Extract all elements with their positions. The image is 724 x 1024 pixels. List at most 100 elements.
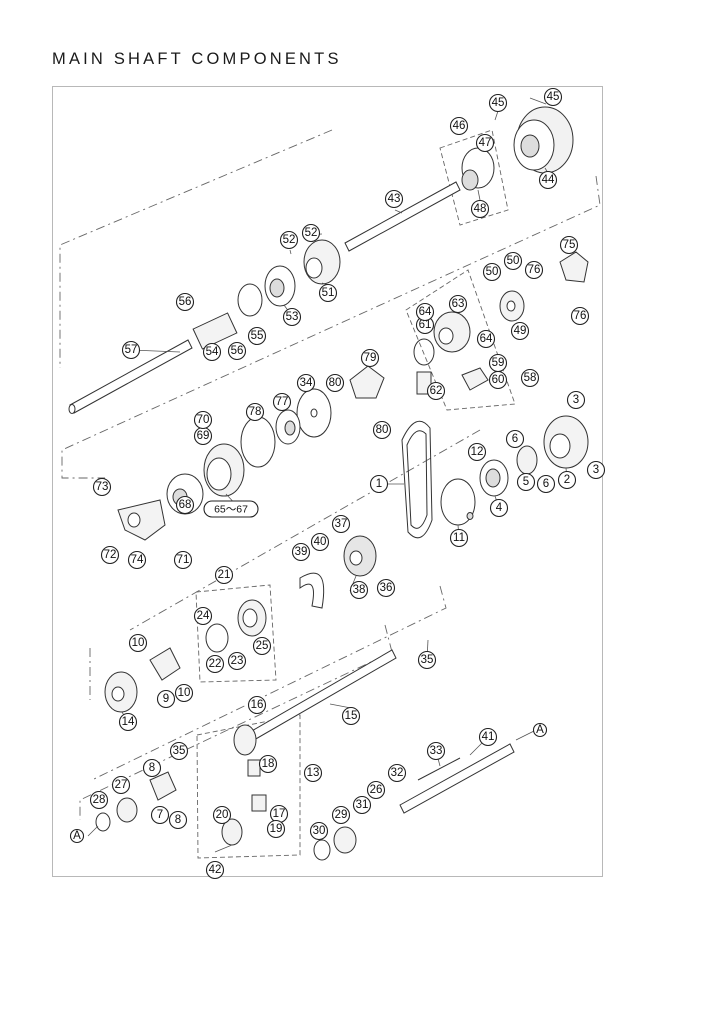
part-33-rod (417, 757, 461, 781)
callout-31: 31 (352, 795, 372, 815)
svg-text:1: 1 (376, 478, 382, 490)
axis-guides (59, 129, 601, 820)
svg-text:4: 4 (496, 502, 503, 514)
callout-46: 46 (449, 116, 469, 136)
callout-24: 24 (193, 606, 213, 626)
callout-57: 57 (121, 340, 141, 360)
callout-50b: 50 (503, 251, 523, 271)
svg-text:56: 56 (231, 345, 244, 357)
callout-41: 41 (478, 727, 498, 747)
part-28-ring (95, 812, 111, 832)
svg-text:52: 52 (283, 234, 296, 246)
callout-50: 50 (482, 262, 502, 282)
svg-text:8: 8 (149, 762, 155, 774)
svg-text:22: 22 (209, 658, 222, 670)
svg-text:50: 50 (507, 255, 520, 267)
parts (68, 106, 589, 861)
callout-36: 36 (376, 578, 396, 598)
svg-text:A: A (73, 830, 81, 842)
svg-text:54: 54 (206, 346, 219, 358)
part-78-ring (240, 416, 276, 468)
part-61-ring (413, 338, 435, 366)
part-17-clamp (251, 794, 267, 812)
diagram-frame (52, 86, 603, 877)
svg-text:45: 45 (547, 91, 560, 103)
callout-52b: 52 (301, 223, 321, 243)
callout-47: 47 (475, 133, 495, 153)
svg-text:49: 49 (514, 325, 527, 337)
part-22-eccentric (205, 623, 229, 653)
svg-text:47: 47 (479, 137, 492, 149)
svg-text:6: 6 (543, 478, 549, 490)
callout-59: 59 (488, 353, 508, 373)
svg-text:46: 46 (453, 120, 466, 132)
callout-32: 32 (387, 763, 407, 783)
callouts: 1 2 3 3 5 6 6 4 12 11 7 8 8 9 10 10 13 1… (69, 87, 606, 880)
callout-35b: 35 (169, 741, 189, 761)
callout-80: 80 (325, 373, 345, 393)
callout-40: 40 (310, 532, 330, 552)
svg-text:10: 10 (178, 687, 191, 699)
callout-70: 70 (193, 410, 213, 430)
callout-74: 74 (127, 550, 147, 570)
callout-69: 69 (193, 426, 213, 446)
svg-text:18: 18 (262, 758, 275, 770)
svg-text:61: 61 (419, 319, 432, 331)
svg-text:45: 45 (492, 97, 505, 109)
callout-35: 35 (417, 650, 437, 670)
part-27-bushing (116, 797, 138, 823)
callout-73: 73 (92, 477, 112, 497)
svg-text:39: 39 (295, 546, 308, 558)
callout-9: 9 (156, 689, 176, 709)
svg-text:68: 68 (179, 499, 192, 511)
svg-text:80: 80 (376, 424, 389, 436)
callout-68: 68 (175, 495, 195, 515)
svg-text:25: 25 (256, 640, 269, 652)
callout-75: 75 (559, 235, 579, 255)
callout-8b: 8 (168, 810, 188, 830)
callout-22: 22 (205, 654, 225, 674)
callout-1: 1 (369, 474, 389, 494)
svg-text:38: 38 (353, 584, 366, 596)
callout-51: 51 (318, 283, 338, 303)
svg-text:71: 71 (177, 554, 190, 566)
callout-16: 16 (247, 695, 267, 715)
svg-text:9: 9 (163, 693, 169, 705)
callout-60: 60 (488, 370, 508, 390)
callout-27: 27 (111, 775, 131, 795)
svg-text:A: A (536, 724, 544, 736)
svg-text:15: 15 (345, 710, 358, 722)
svg-text:72: 72 (104, 549, 117, 561)
callout-33: 33 (426, 741, 446, 761)
callout-54: 54 (202, 342, 222, 362)
part-15-shaft (249, 649, 397, 741)
part-55-washer (237, 283, 263, 317)
callout-29: 29 (331, 805, 351, 825)
svg-text:76: 76 (574, 310, 587, 322)
svg-text:19: 19 (270, 823, 283, 835)
part-16-collar (233, 724, 257, 756)
svg-text:12: 12 (471, 446, 484, 458)
svg-text:53: 53 (286, 311, 299, 323)
svg-text:35: 35 (421, 654, 434, 666)
callout-20: 20 (212, 805, 232, 825)
callout-4: 4 (489, 498, 509, 518)
svg-text:26: 26 (370, 784, 383, 796)
ref-mark-a-top: A (532, 722, 548, 738)
callout-14: 14 (118, 712, 138, 732)
callout-79: 79 (360, 348, 380, 368)
svg-text:58: 58 (524, 372, 537, 384)
callout-30: 30 (309, 821, 329, 841)
callout-77: 77 (272, 392, 292, 412)
part-79-block (349, 365, 385, 399)
callout-80b: 80 (372, 420, 392, 440)
callout-48: 48 (470, 199, 490, 219)
svg-text:50: 50 (486, 266, 499, 278)
part-75-block (559, 251, 589, 283)
callout-62: 62 (426, 381, 446, 401)
callout-44: 44 (538, 170, 558, 190)
part-44-gear (513, 106, 574, 174)
svg-text:80: 80 (329, 377, 342, 389)
svg-text:73: 73 (96, 481, 109, 493)
callout-37: 37 (331, 514, 351, 534)
